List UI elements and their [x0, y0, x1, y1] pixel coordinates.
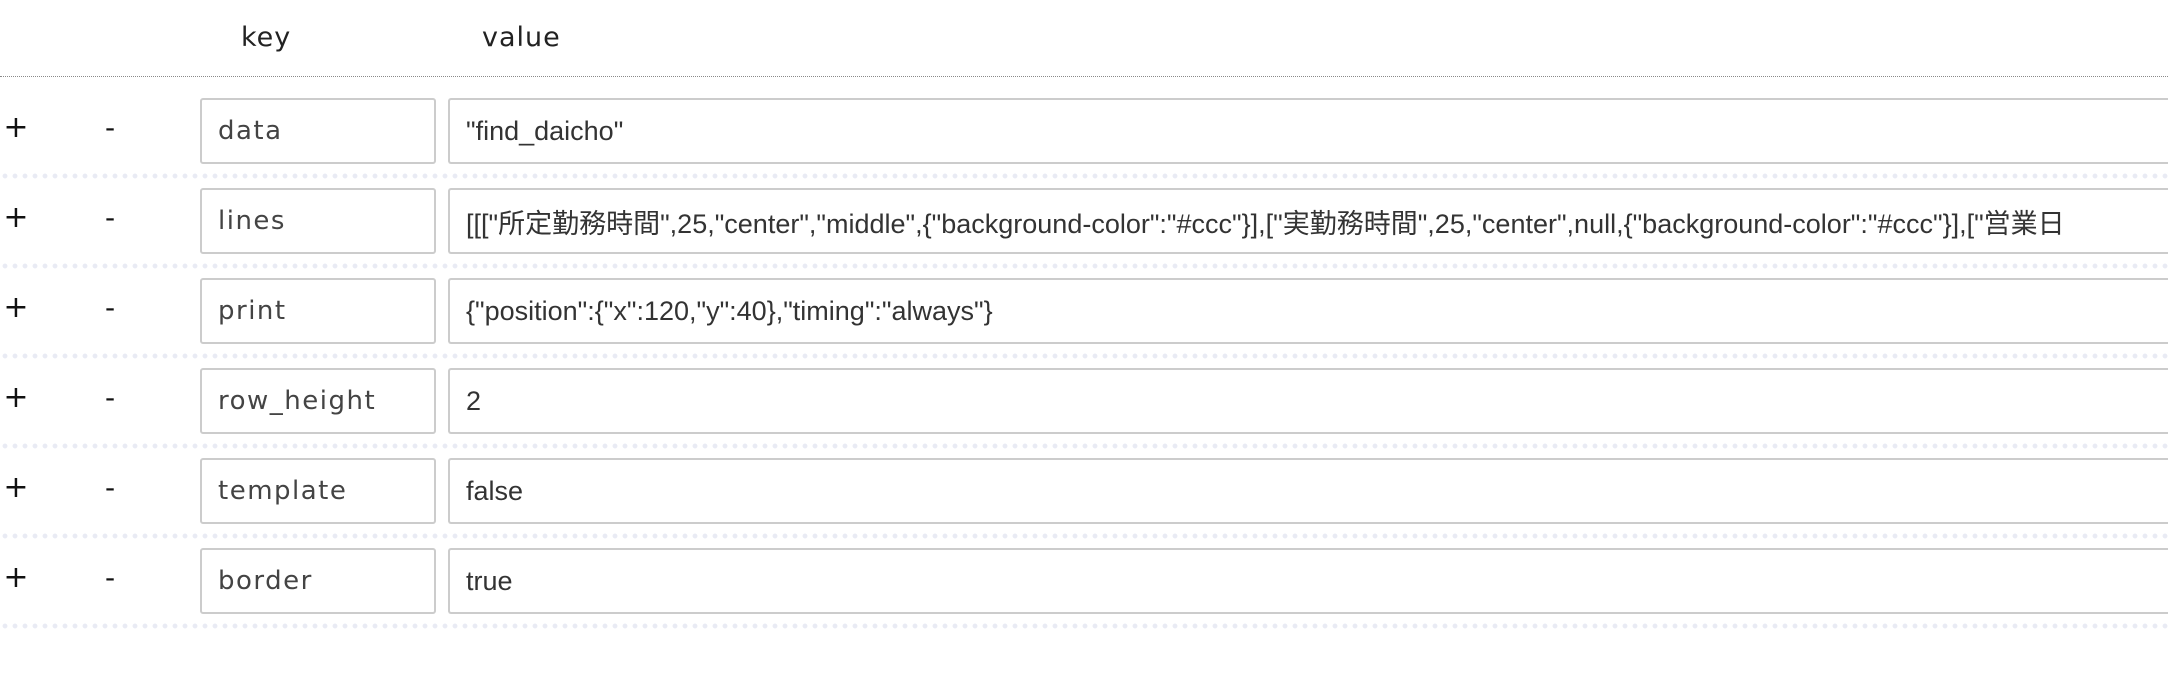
key-input[interactable] — [200, 98, 436, 164]
value-input[interactable] — [448, 368, 2168, 434]
key-input[interactable] — [200, 458, 436, 524]
remove-row-button[interactable]: - — [90, 288, 130, 328]
column-header-value: value — [482, 22, 561, 53]
remove-row-button[interactable]: - — [90, 198, 130, 238]
kv-row-row-height: + - — [0, 360, 2168, 450]
value-input[interactable] — [448, 548, 2168, 614]
key-input[interactable] — [200, 188, 436, 254]
add-row-button[interactable]: + — [0, 378, 36, 418]
remove-row-button[interactable]: - — [90, 378, 130, 418]
column-header-key: key — [241, 22, 292, 53]
kv-row-border: + - — [0, 540, 2168, 630]
table-header: key value — [0, 0, 2168, 77]
remove-row-button[interactable]: - — [90, 558, 130, 598]
add-row-button[interactable]: + — [0, 558, 36, 598]
kv-row-lines: + - — [0, 180, 2168, 270]
add-row-button[interactable]: + — [0, 198, 36, 238]
kv-row-data: + - — [0, 90, 2168, 180]
value-input[interactable] — [448, 278, 2168, 344]
key-input[interactable] — [200, 548, 436, 614]
value-input[interactable] — [448, 188, 2168, 254]
value-input[interactable] — [448, 98, 2168, 164]
add-row-button[interactable]: + — [0, 108, 36, 148]
key-input[interactable] — [200, 278, 436, 344]
value-input[interactable] — [448, 458, 2168, 524]
kv-row-template: + - — [0, 450, 2168, 540]
key-value-list: + - + - + - + - + - + - — [0, 90, 2168, 630]
remove-row-button[interactable]: - — [90, 468, 130, 508]
remove-row-button[interactable]: - — [90, 108, 130, 148]
kv-row-print: + - — [0, 270, 2168, 360]
add-row-button[interactable]: + — [0, 288, 36, 328]
key-input[interactable] — [200, 368, 436, 434]
add-row-button[interactable]: + — [0, 468, 36, 508]
